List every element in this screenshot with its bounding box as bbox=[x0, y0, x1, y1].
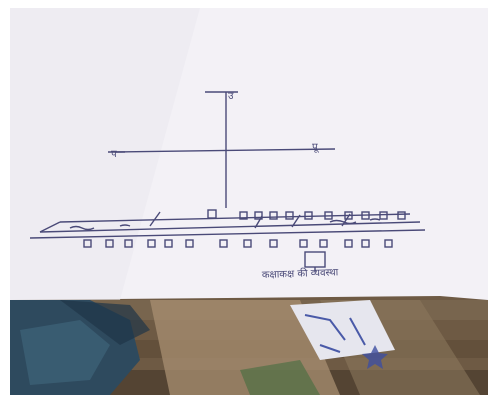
pencil-sketch bbox=[29, 91, 426, 272]
horizontal-axis bbox=[114, 148, 336, 153]
top-axis-label: उ bbox=[228, 91, 234, 102]
lower-desk-row bbox=[83, 239, 393, 248]
right-axis-label: पू bbox=[312, 142, 320, 153]
bottom-caption: कक्षाकक्ष की व्यवस्था bbox=[262, 266, 339, 281]
paper-scrap bbox=[290, 300, 395, 360]
left-axis-label: प bbox=[111, 149, 117, 160]
